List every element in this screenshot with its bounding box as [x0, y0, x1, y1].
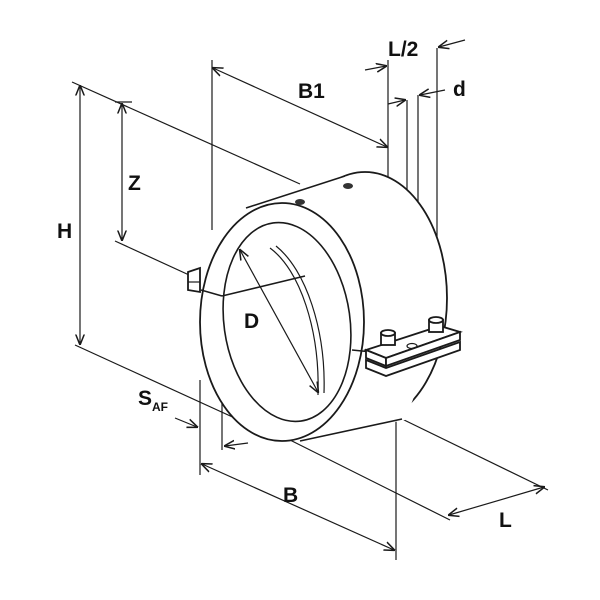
label-l: L	[499, 509, 512, 532]
label-h: H	[57, 220, 72, 243]
label-b: B	[283, 484, 298, 507]
label-l-half: L/2	[388, 38, 418, 61]
dimension-lines	[80, 39, 544, 550]
label-d-large: D	[244, 310, 259, 333]
label-z: Z	[128, 172, 141, 195]
l-dimension	[449, 487, 544, 515]
label-b1: B1	[298, 80, 325, 103]
label-d-small: d	[453, 78, 466, 101]
clamp-body	[187, 171, 448, 442]
d-dimension	[240, 250, 318, 392]
label-s: SAF	[138, 387, 168, 414]
b-dimension	[202, 464, 394, 550]
clamp-plate	[363, 316, 463, 377]
b1-dimension	[213, 68, 387, 147]
